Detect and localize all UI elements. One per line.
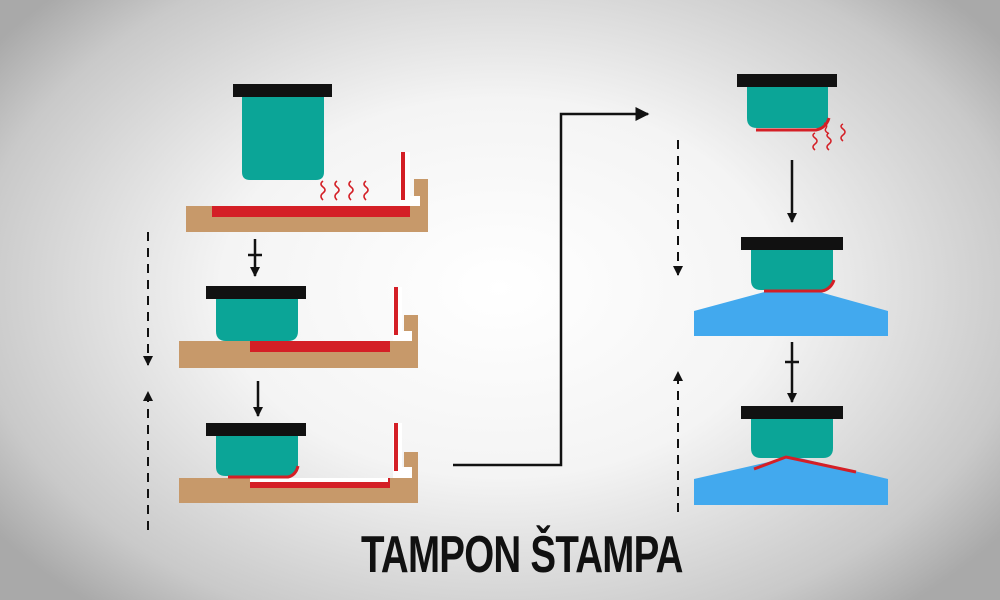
cliche-plate: [186, 179, 428, 232]
pad-holder: [737, 74, 837, 87]
ink-cup-wall: [394, 423, 398, 471]
pad-holder: [741, 237, 843, 250]
stage-4-pad-carrying-ink: [737, 74, 846, 151]
down-arrow-icon: [248, 239, 262, 277]
silicone-pad: [747, 87, 828, 128]
ink-cup-wall: [394, 287, 398, 335]
silicone-pad: [751, 250, 833, 290]
stage-3-pad-picks-ink: [179, 423, 418, 503]
ink-on-pad: [756, 117, 831, 132]
solvent-vapor-icon: [320, 180, 369, 201]
pad-holder: [741, 406, 843, 419]
stage-6-pad-printing: [694, 406, 888, 505]
substrate: [694, 458, 888, 505]
solvent-vapor-icon: [812, 122, 846, 151]
silicone-pad: [216, 299, 298, 341]
down-arrow-icon: [785, 342, 799, 403]
silicone-pad: [242, 97, 324, 180]
transfer-arrow: [453, 107, 650, 467]
stage-1-pad-above-cliche: [186, 84, 428, 232]
stage-5-pad-above-substrate: [694, 237, 888, 336]
pad-holder: [206, 286, 306, 299]
silicone-pad: [751, 419, 833, 458]
page-title: TAMPON ŠTAMPA: [361, 526, 683, 584]
ink-layer: [212, 206, 410, 217]
ink-pickup-area: [250, 478, 388, 482]
ink-cup-wall: [401, 152, 405, 200]
ink-on-pad: [228, 465, 300, 479]
ink-layer: [250, 478, 390, 488]
pad-holder: [206, 423, 306, 436]
silicone-pad: [216, 436, 298, 476]
stage-2-pad-on-cliche: [179, 286, 418, 368]
pad-holder: [233, 84, 332, 97]
ink-layer: [250, 341, 390, 352]
ink-on-pad: [764, 279, 836, 293]
substrate: [694, 291, 888, 336]
printed-ink: [753, 455, 857, 474]
cliche-plate: [179, 452, 418, 503]
